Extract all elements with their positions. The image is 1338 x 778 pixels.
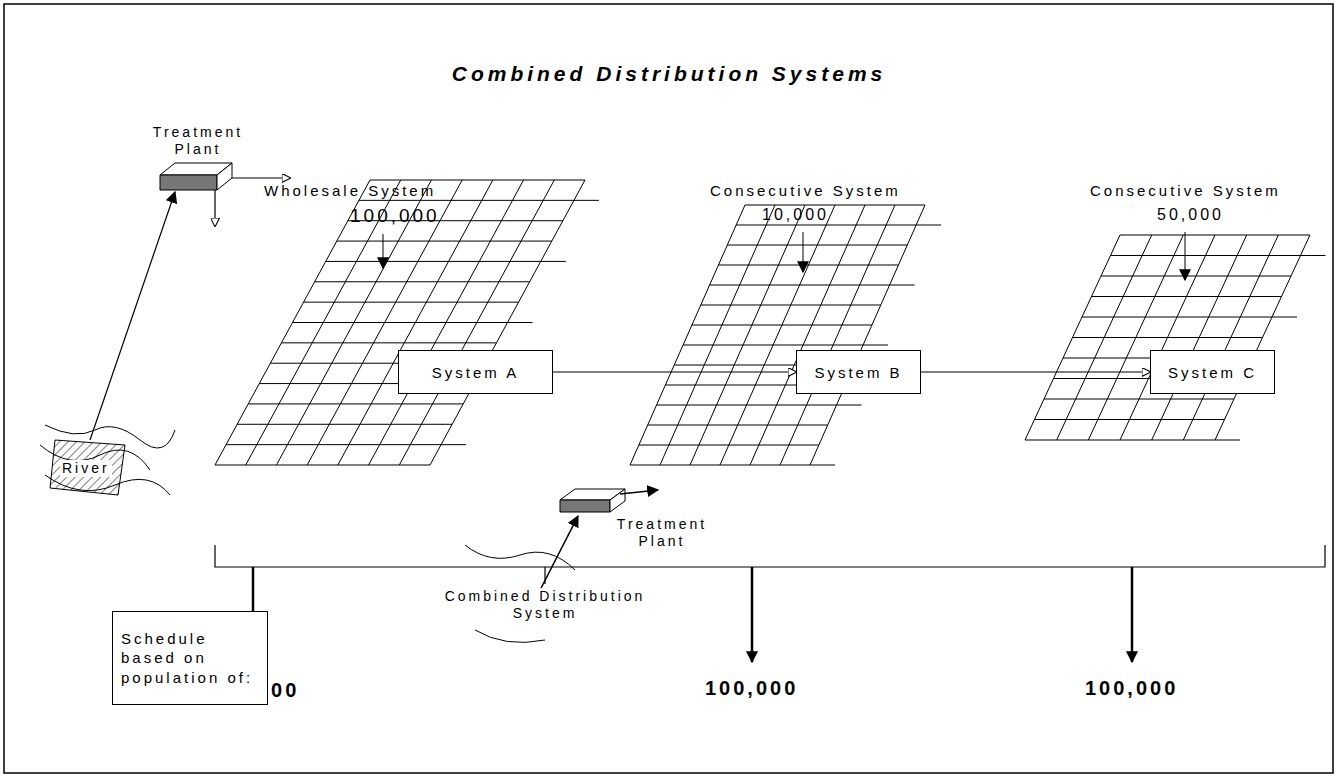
bracket (215, 545, 1325, 662)
system-box: System A (398, 350, 553, 394)
label: 50,000 (1157, 205, 1224, 224)
flow-arrow (921, 371, 1150, 372)
frame (4, 4, 1333, 773)
title: Combined Distribution Systems (0, 62, 1338, 86)
label: Combined Distribution System (413, 588, 677, 622)
node-text: System B (814, 364, 902, 381)
label: Consecutive System (1090, 182, 1281, 200)
label: Consecutive System (710, 182, 901, 200)
population-number: 100,000 (705, 676, 798, 700)
label: River (60, 460, 112, 477)
label: Treatment Plant (607, 516, 717, 550)
grid-network (215, 180, 1326, 465)
label: Wholesale System (264, 182, 436, 200)
label: 10,000 (762, 205, 829, 224)
system-box: System B (796, 350, 921, 394)
population-number: 100,000 (1085, 676, 1178, 700)
treatment-plant (90, 163, 290, 440)
schedule-box: Schedule based on population of: (112, 611, 268, 705)
label: Treatment Plant (148, 124, 248, 158)
system-box: System C (1150, 350, 1275, 394)
node-text: System C (1168, 364, 1257, 381)
label: 100,000 (350, 205, 440, 228)
node-text: System A (432, 364, 519, 381)
pointer-arrow (383, 232, 1185, 280)
flow-arrow (553, 371, 796, 372)
river (40, 425, 175, 495)
node-text: Schedule based on population of: (121, 629, 259, 688)
